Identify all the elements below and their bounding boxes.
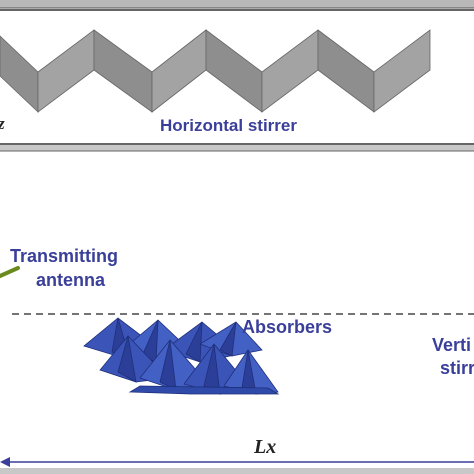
horizontal-stirrer-label: Horizontal stirrer [160, 116, 297, 135]
axis-z-label: z [0, 114, 5, 134]
absorbers-icon [83, 317, 280, 395]
middle-wall [0, 145, 474, 151]
stirrer-panel [373, 29, 431, 113]
lx-axis-arrowhead [0, 457, 10, 467]
vertical-stirrer-label-line2: stirr [440, 358, 474, 378]
top-wall [0, 0, 474, 8]
transmitting-antenna-label-line2: antenna [36, 270, 106, 290]
transmitting-antenna-label-line1: Transmitting [10, 246, 119, 266]
axis-lx-label: Lx [254, 436, 277, 458]
vertical-stirrer-label-line1: Verti [432, 335, 472, 355]
horizontal-stirrer-zigzag [0, 29, 431, 113]
transmitting-antenna-icon [0, 266, 20, 278]
bottom-wall [0, 468, 474, 474]
absorbers-label: Absorbers [242, 317, 333, 337]
